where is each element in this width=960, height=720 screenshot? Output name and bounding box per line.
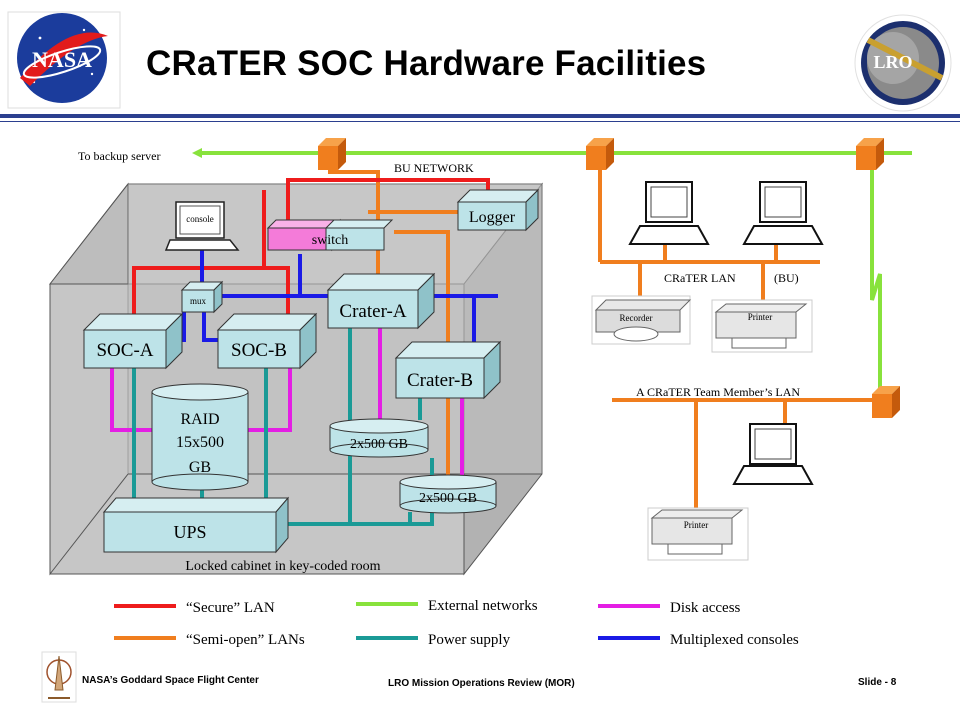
raid-label-1: RAID: [180, 411, 219, 428]
disk-a-label: 2x500 GB: [350, 437, 408, 452]
cabinet-label: Locked cabinet in key-coded room: [185, 559, 380, 574]
disk-a: 2x500 GB: [329, 418, 429, 458]
nasa-logo: NASA: [7, 11, 121, 109]
laptop-icon: [742, 181, 824, 245]
raid-label-3: GB: [189, 459, 211, 476]
bu-network-label: BU NETWORK: [394, 161, 474, 175]
recorder-label: Recorder: [620, 313, 653, 323]
laptop-icon: [732, 423, 814, 485]
header-rule-thin: [0, 121, 960, 122]
slide-title: CRaTER SOC Hardware Facilities: [146, 44, 707, 83]
lro-logo-text: LRO: [873, 52, 912, 72]
disk-b: 2x500 GB: [399, 474, 497, 514]
legend-power: Power supply: [428, 632, 511, 648]
soc-a-label: SOC-A: [96, 340, 153, 361]
hub-squares: [318, 138, 900, 418]
soc-a-server: SOC-A: [82, 312, 184, 370]
crater-a-label: Crater-A: [339, 301, 406, 322]
logger-device: Logger: [456, 188, 540, 232]
team-lan-label: A CRaTER Team Member’s LAN: [636, 385, 800, 399]
mux-device: mux: [180, 280, 224, 314]
legend-mux: Multiplexed consoles: [670, 632, 799, 648]
crater-lan-label: CRaTER LAN: [664, 271, 736, 285]
header-rule-thick: [0, 114, 960, 118]
goddard-logo: [41, 651, 77, 703]
switch-label: switch: [312, 233, 349, 248]
printer-device: Printer: [711, 299, 813, 353]
legend-disk: Disk access: [670, 600, 741, 616]
laptop-icon: [628, 181, 710, 245]
soc-b-server: SOC-B: [216, 312, 318, 370]
legend: “Secure” LAN “Semi-open” LANs External n…: [114, 598, 799, 648]
mux-label: mux: [190, 296, 207, 306]
crater-b-label: Crater-B: [407, 370, 473, 391]
crater-a-server: Crater-A: [326, 272, 436, 330]
hub-bu-1: [318, 138, 346, 170]
console-label: console: [186, 214, 214, 224]
semi-open-lan-lines: [328, 168, 872, 510]
crater-b-server: Crater-B: [394, 340, 502, 400]
logger-label: Logger: [469, 209, 516, 226]
console-laptop: console: [164, 201, 240, 251]
disk-access-lines: [110, 328, 464, 476]
disk-b-label: 2x500 GB: [419, 491, 477, 506]
raid-array: RAID 15x500 GB: [151, 383, 249, 491]
footer-center-name: NASA’s Goddard Space Flight Center: [82, 675, 259, 686]
backup-server-label: To backup server: [78, 149, 160, 163]
printer-label: Printer: [748, 312, 773, 322]
secure-lan-lines: [132, 178, 490, 316]
printer-label: Printer: [684, 520, 709, 530]
hub-bu-3: [856, 138, 884, 170]
soc-b-label: SOC-B: [231, 340, 287, 361]
raid-label-2: 15x500: [176, 434, 224, 451]
hub-bu-2: [586, 138, 614, 170]
hub-team-lan: [872, 386, 900, 418]
nasa-logo-text: NASA: [32, 47, 92, 72]
ups-label: UPS: [173, 522, 206, 542]
recorder-device: Recorder: [591, 295, 692, 345]
backup-arrow: [192, 148, 202, 158]
switch-device: switch: [266, 218, 394, 252]
printer-device: Printer: [647, 507, 749, 561]
legend-external: External networks: [428, 598, 538, 614]
lro-logo: LRO: [854, 14, 952, 112]
legend-semi-open: “Semi-open” LANs: [186, 632, 305, 648]
bu-label: (BU): [774, 271, 799, 285]
footer-slide-number: Slide - 8: [858, 677, 897, 688]
ups-device: UPS: [102, 496, 290, 554]
footer-review-name: LRO Mission Operations Review (MOR): [388, 678, 575, 689]
legend-secure-lan: “Secure” LAN: [186, 600, 275, 616]
